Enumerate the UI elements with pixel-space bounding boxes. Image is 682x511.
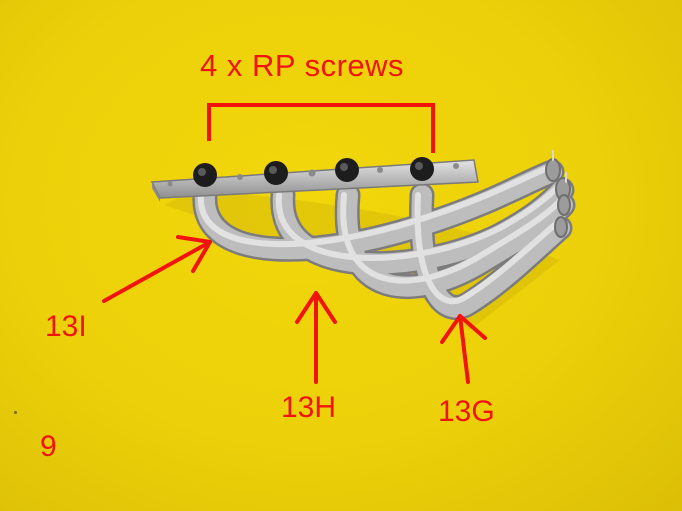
part-label-13g: 13G [438,395,495,428]
screws-label: 4 x RP screws [200,48,405,83]
screw-head-icon [335,158,359,182]
page-number: 9 [40,430,57,463]
screw-heads [193,157,434,187]
part-label-13h: 13H [281,391,337,424]
part-label-13i: 13I [45,310,87,343]
screw-head-icon [410,157,434,181]
dust-speck [14,411,17,414]
arrow-icon [440,314,487,384]
flange [150,159,479,202]
runner-pipes [192,150,576,320]
arrow-icon [295,291,337,384]
bracket-icon [207,103,435,153]
arrow-icon [102,235,212,303]
screw-head-icon [264,161,288,185]
screw-head-icon [193,163,217,187]
